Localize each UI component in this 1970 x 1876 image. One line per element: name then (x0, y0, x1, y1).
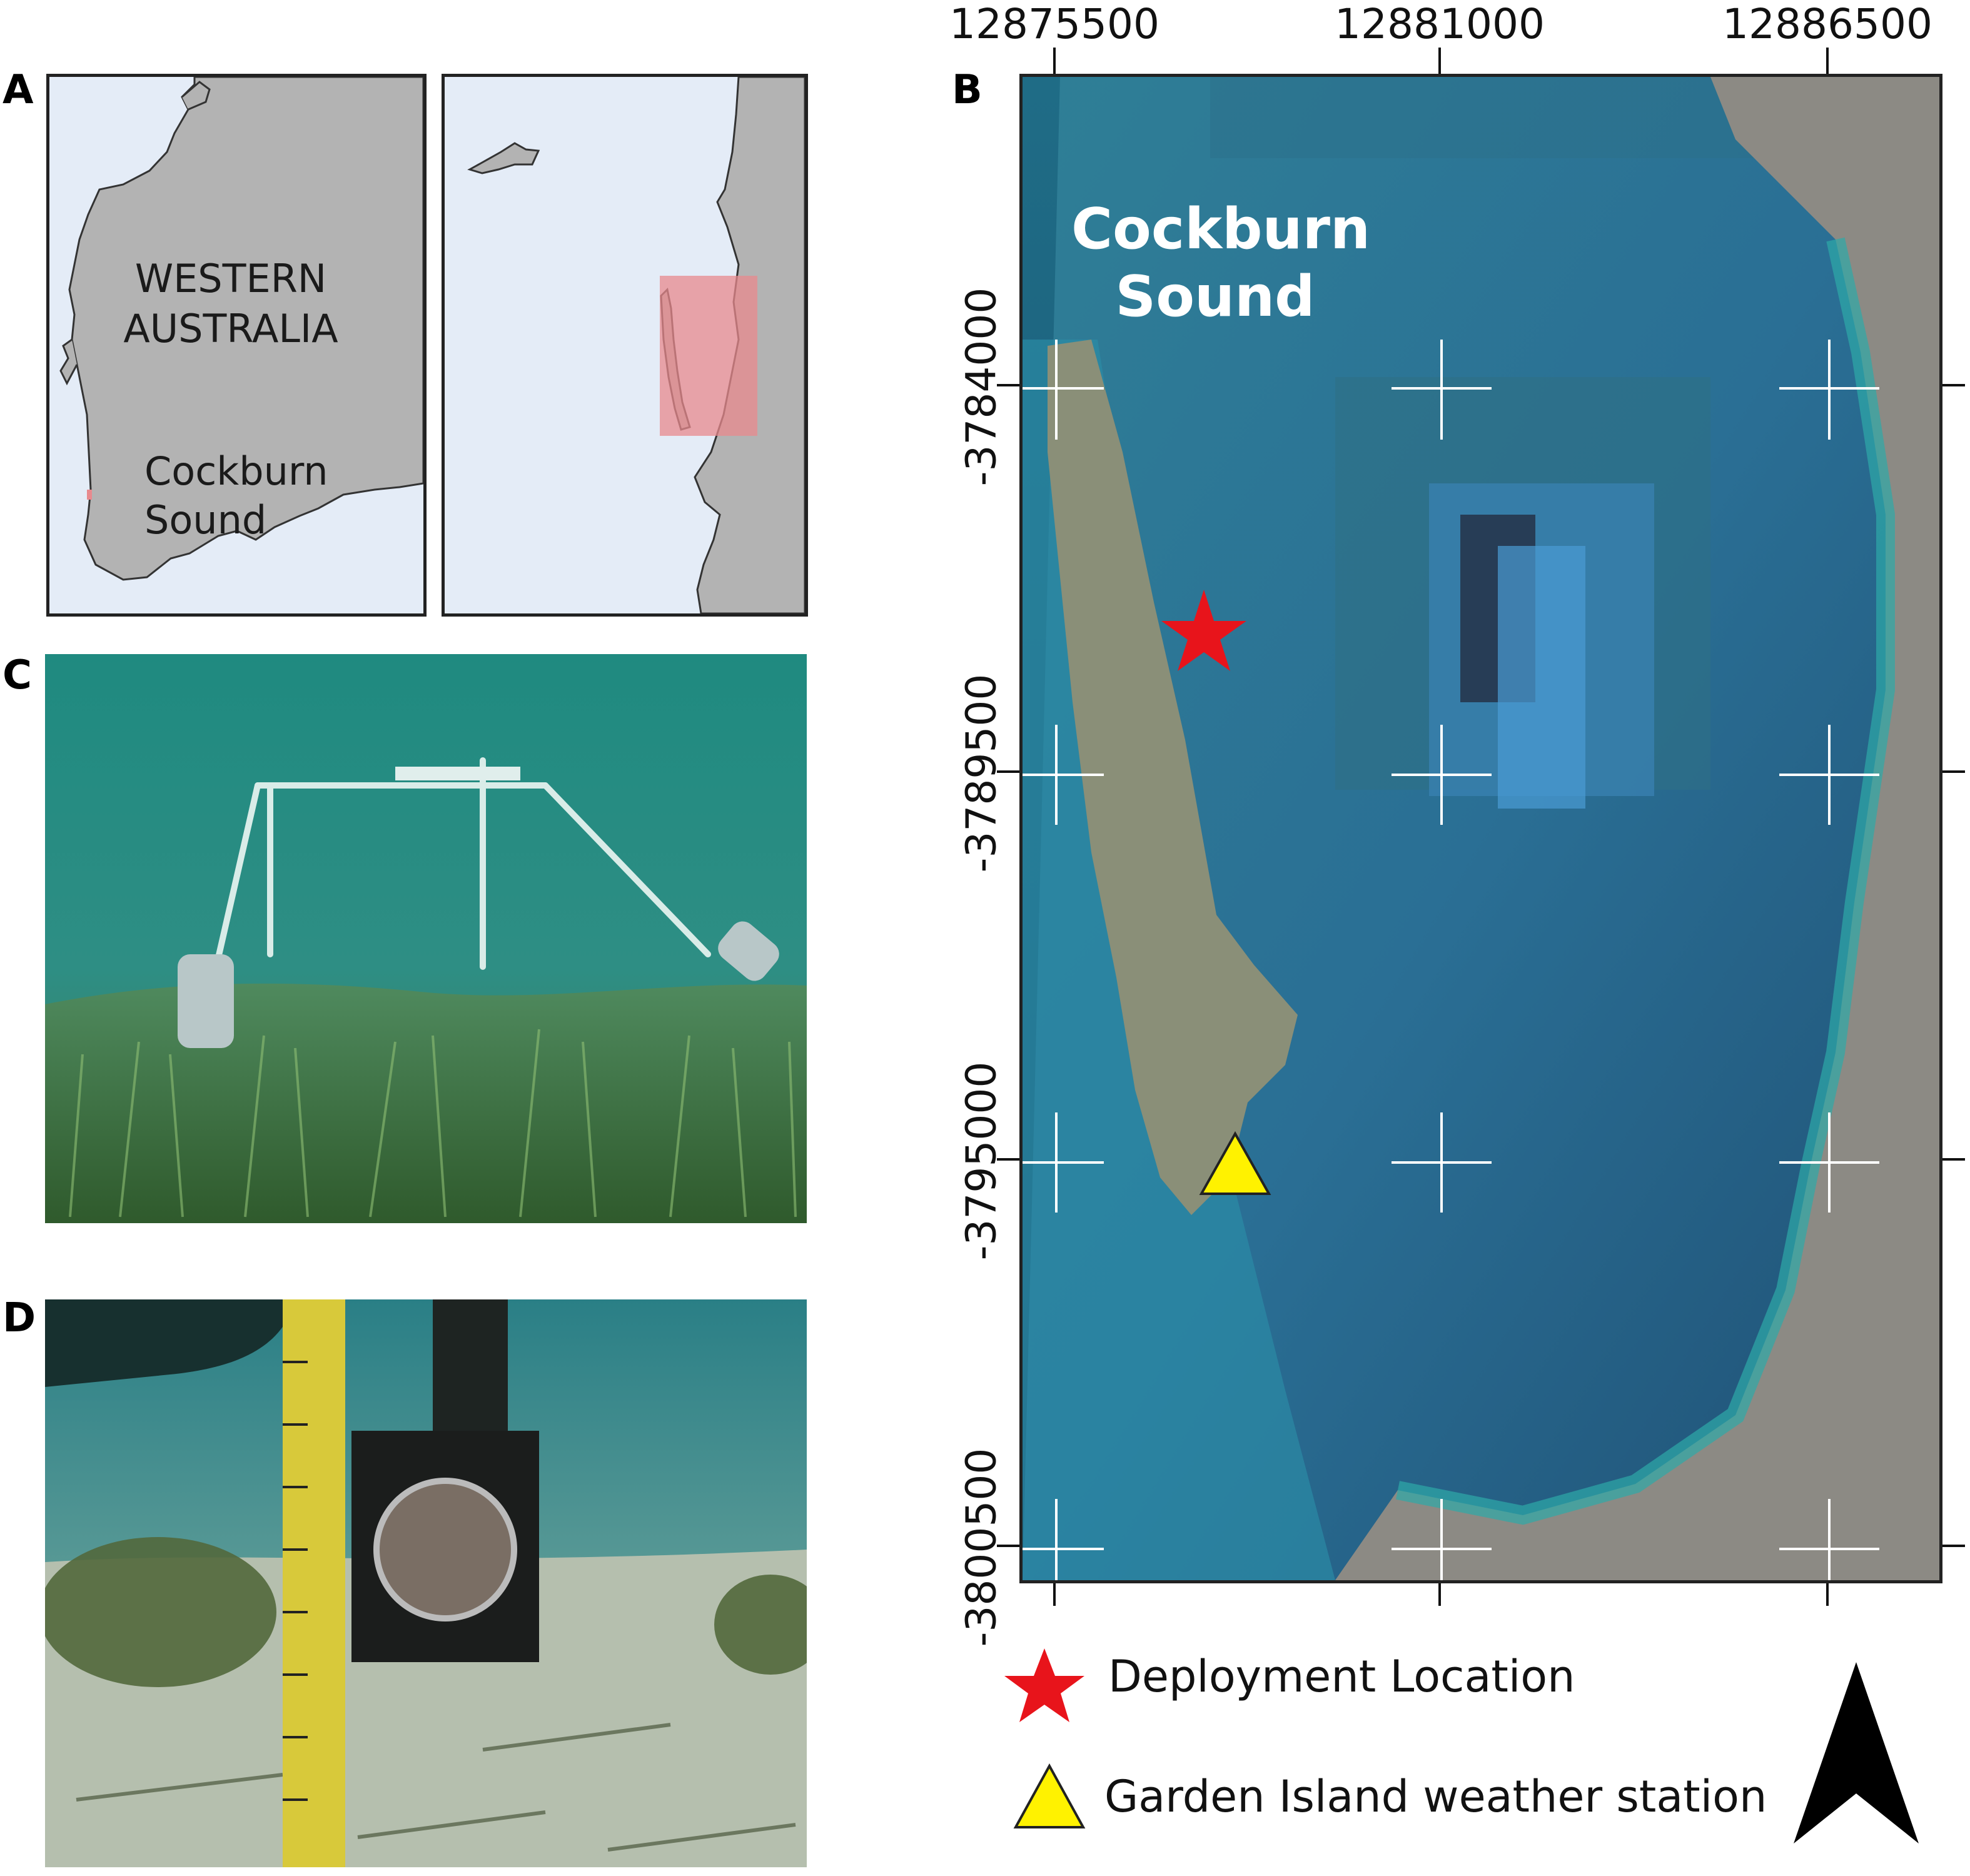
site-marker (87, 490, 92, 500)
x-tick-3: 12886500 (1722, 0, 1932, 48)
map-inset (442, 74, 808, 617)
aerial-map-cockburn-sound: Cockburn Sound (1019, 74, 1942, 1583)
y-tick-3: -3795000 (957, 1061, 1006, 1261)
deployment-location-star (1161, 590, 1246, 671)
panel-letter-a: A (3, 67, 34, 113)
map-title-line1: Cockburn (1071, 196, 1371, 262)
y-tick-2: -3789500 (957, 673, 1006, 873)
rottnest-island (467, 142, 540, 174)
map-western-australia: WESTERN AUSTRALIA Cockburn Sound (46, 74, 427, 617)
x-tick-1: 12875500 (949, 0, 1159, 48)
sensor-lens (373, 1478, 517, 1621)
inset-coastline (445, 77, 805, 613)
region-label-line2: AUSTRALIA (123, 306, 338, 351)
site-label-line2: Sound (144, 497, 267, 543)
y-tick-1: -3784000 (957, 287, 1006, 487)
study-area-box (660, 276, 757, 436)
legend-triangle-icon (1013, 1763, 1086, 1828)
underwater-photo-frame (45, 654, 807, 1223)
panel-letter-c: C (3, 652, 32, 698)
north-arrow-icon (1794, 1662, 1919, 1843)
panel-letter-b: B (952, 67, 982, 113)
instrument-canister-right (718, 921, 779, 981)
panel-letter-d: D (3, 1295, 36, 1341)
legend-weather-label: Garden Island weather station (1104, 1771, 1767, 1822)
weather-station-triangle (1199, 1131, 1271, 1195)
western-australia-land (49, 77, 423, 613)
region-label-line1: WESTERN (134, 256, 327, 301)
x-tick-2: 12881000 (1335, 0, 1545, 48)
seafloor-photo-frame (45, 1299, 807, 1867)
grid-crosses (1023, 340, 1879, 1580)
legend-deployment-label: Deployment Location (1108, 1651, 1575, 1702)
legend-star-icon (1004, 1648, 1084, 1722)
measuring-tape (283, 1299, 345, 1867)
site-label-line1: Cockburn (144, 448, 328, 494)
garden-island-land (1048, 340, 1298, 1215)
instrument-canister-left (178, 954, 234, 1048)
y-tick-4: -3800500 (957, 1448, 1006, 1647)
map-title-line2: Sound (1115, 264, 1315, 330)
mainland (1335, 77, 1939, 1580)
